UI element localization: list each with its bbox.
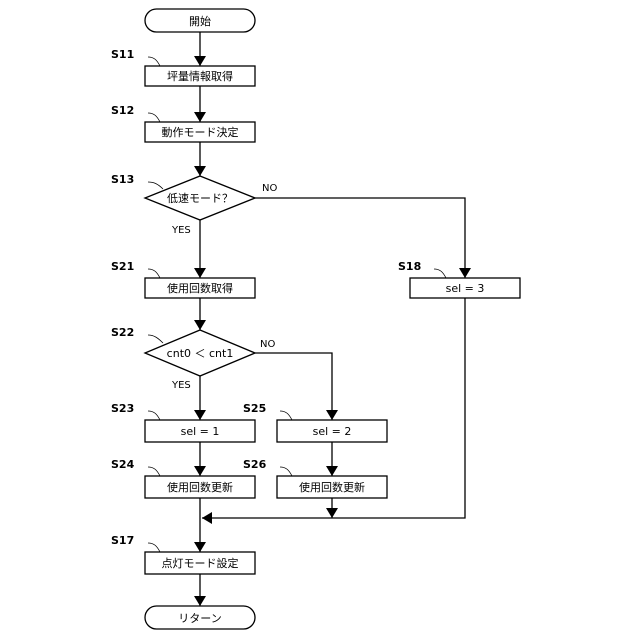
s11-label: 坪量情報取得 bbox=[167, 70, 233, 83]
start-terminal: 開始 bbox=[145, 9, 255, 32]
s22-no-label: NO bbox=[260, 339, 275, 350]
process-s23: sel = 1 bbox=[145, 420, 255, 442]
step-s23: S23 bbox=[111, 402, 134, 415]
s18-label: sel = 3 bbox=[446, 282, 485, 295]
process-s17: 点灯モード設定 bbox=[145, 552, 255, 574]
s17-label: 点灯モード設定 bbox=[162, 556, 239, 570]
process-s12: 動作モード決定 bbox=[145, 122, 255, 142]
arrow-s13-s18 bbox=[255, 198, 465, 278]
step-s22: S22 bbox=[111, 326, 134, 339]
step-s26: S26 bbox=[243, 458, 267, 471]
step-s25: S25 bbox=[243, 402, 266, 415]
decision-s22: cnt0 ＜ cnt1 bbox=[145, 330, 255, 376]
step-s24: S24 bbox=[111, 458, 135, 471]
s13-yes-label: YES bbox=[171, 225, 191, 236]
end-terminal: リターン bbox=[145, 606, 255, 629]
step-s17: S17 bbox=[111, 534, 134, 547]
s13-label: 低速モード？ bbox=[167, 192, 233, 205]
process-s26: 使用回数更新 bbox=[277, 476, 387, 498]
s24-label: 使用回数更新 bbox=[167, 480, 233, 494]
start-label: 開始 bbox=[189, 14, 211, 28]
process-s18: sel = 3 bbox=[410, 278, 520, 298]
s22-label: cnt0 ＜ cnt1 bbox=[167, 347, 234, 360]
process-s21: 使用回数取得 bbox=[145, 278, 255, 298]
process-s24: 使用回数更新 bbox=[145, 476, 255, 498]
arrow-s22-s25 bbox=[255, 353, 332, 420]
step-s13: S13 bbox=[111, 173, 134, 186]
step-s18: S18 bbox=[398, 260, 421, 273]
s25-label: sel = 2 bbox=[313, 425, 352, 438]
s26-label: 使用回数更新 bbox=[299, 480, 365, 494]
end-label: リターン bbox=[178, 612, 221, 625]
step-s21: S21 bbox=[111, 260, 134, 273]
process-s11: 坪量情報取得 bbox=[145, 66, 255, 86]
s22-yes-label: YES bbox=[171, 380, 191, 391]
step-s11: S11 bbox=[111, 48, 134, 61]
process-s25: sel = 2 bbox=[277, 420, 387, 442]
step-s12: S12 bbox=[111, 104, 134, 117]
decision-s13: 低速モード？ bbox=[145, 176, 255, 220]
s13-no-label: NO bbox=[262, 183, 277, 194]
connectors bbox=[200, 32, 465, 606]
s23-label: sel = 1 bbox=[181, 425, 220, 438]
s12-label: 動作モード決定 bbox=[162, 125, 239, 139]
s21-label: 使用回数取得 bbox=[167, 282, 233, 295]
